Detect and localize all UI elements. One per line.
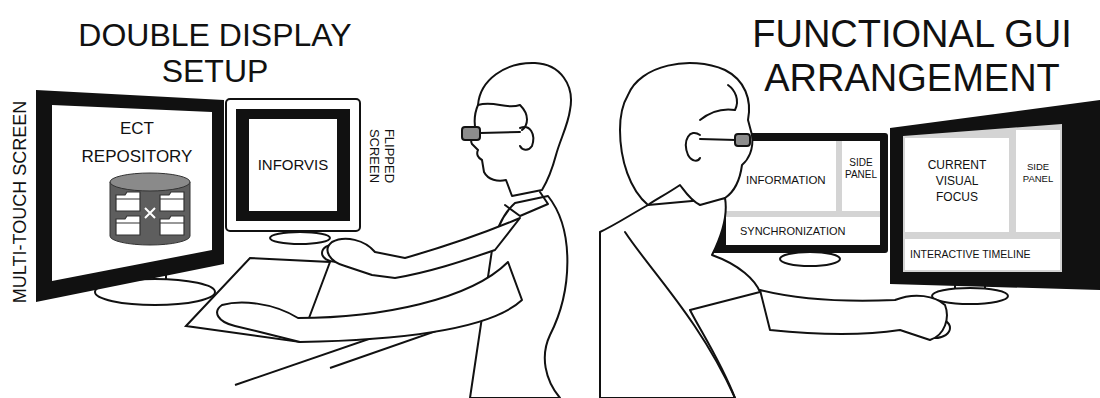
ear (520, 127, 533, 150)
database-top (110, 173, 190, 191)
screen-shape (52, 105, 212, 281)
glasses (462, 127, 480, 140)
hairline (478, 104, 527, 130)
screen-divider (903, 124, 1062, 272)
screen-panel: CURRENT VISUAL FOCUS (905, 138, 1009, 232)
glasses-arm (700, 139, 736, 140)
monitor-bezel (236, 109, 350, 221)
screen-panel: SIDE PANEL (842, 141, 880, 211)
screen-annotation: MULTI-TOUCH SCREEN (10, 82, 30, 322)
screen-panel: INFORMATION (726, 141, 836, 211)
screen-label: INFORVIS (258, 156, 329, 174)
monitor-base (780, 252, 840, 266)
screen-label: ECT REPOSITORY (76, 115, 198, 171)
screen-label: SIDE PANEL (842, 157, 880, 181)
folder-icon (160, 216, 184, 235)
collar (505, 192, 548, 216)
body-line (625, 232, 735, 398)
folder-shape (160, 216, 184, 235)
section-heading: DOUBLE DISPLAY SETUP (78, 17, 353, 89)
monitor-screen: INFORVIS (249, 119, 337, 211)
folder-icon (116, 216, 140, 235)
monitor-screen: ECT REPOSITORY (52, 105, 212, 281)
hairline (700, 85, 737, 120)
head (471, 63, 571, 196)
cross-symbol (145, 208, 155, 218)
screen-label: INFORMATION (746, 173, 826, 187)
screen-divider (726, 141, 880, 245)
database-cylinder (110, 182, 190, 245)
torso (600, 198, 760, 398)
monitor-base (932, 288, 1008, 304)
folder-shape (116, 216, 140, 235)
screen-annotation: FLIPPED SCREEN (367, 121, 397, 191)
screen-panel: SIDE PANEL (1016, 130, 1060, 232)
folder-shape (160, 192, 184, 211)
folder-icon (116, 192, 140, 211)
head (620, 63, 752, 205)
monitor-frame (226, 99, 360, 231)
arm (328, 218, 520, 278)
arm (760, 290, 947, 340)
monitor-bezel (890, 100, 1100, 290)
screen-panel: SYNCHRONIZATION (726, 217, 880, 245)
torso (470, 196, 567, 398)
folder-shape (116, 192, 140, 211)
mouse (322, 244, 350, 262)
arm (217, 262, 522, 342)
person-right (600, 63, 950, 398)
screen-label: SYNCHRONIZATION (740, 225, 846, 238)
monitor-bezel (710, 133, 888, 253)
desk-edge (330, 300, 525, 368)
mouse (920, 318, 950, 338)
keyboard (186, 258, 330, 342)
screen-label: INTERACTIVE TIMELINE (910, 248, 1031, 261)
monitor-bezel (36, 90, 224, 302)
person-left (217, 63, 571, 398)
monitor-base (270, 232, 330, 244)
screen-label: CURRENT VISUAL FOCUS (921, 157, 993, 205)
screen-label: SIDE PANEL (1016, 161, 1060, 185)
glasses (735, 134, 750, 146)
folder-icon (160, 192, 184, 211)
glasses-arm (480, 132, 520, 133)
ear (686, 133, 700, 161)
section-heading: FUNCTIONAL GUI ARRANGEMENT (740, 12, 1085, 100)
repository-icon (110, 173, 190, 245)
screen-panel: INTERACTIVE TIMELINE (905, 239, 1060, 270)
